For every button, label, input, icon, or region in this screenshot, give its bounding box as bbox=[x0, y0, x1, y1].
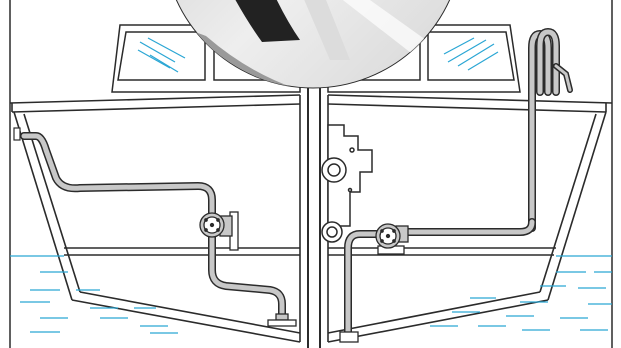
engine-icon bbox=[322, 125, 372, 242]
right-strainer-icon bbox=[340, 332, 358, 342]
left-window-glare-icon bbox=[138, 38, 185, 72]
right-hose bbox=[348, 222, 532, 334]
right-hull bbox=[328, 95, 612, 342]
left-hull bbox=[10, 95, 300, 342]
right-window-glare-icon bbox=[444, 38, 498, 70]
right-pump-icon bbox=[376, 224, 408, 254]
right-water bbox=[430, 256, 612, 330]
left-strainer-icon bbox=[268, 314, 296, 326]
left-hose bbox=[24, 136, 282, 316]
coiled-hose-icon bbox=[532, 32, 570, 228]
left-deck-fitting bbox=[14, 128, 20, 140]
left-pump-icon bbox=[200, 212, 238, 250]
